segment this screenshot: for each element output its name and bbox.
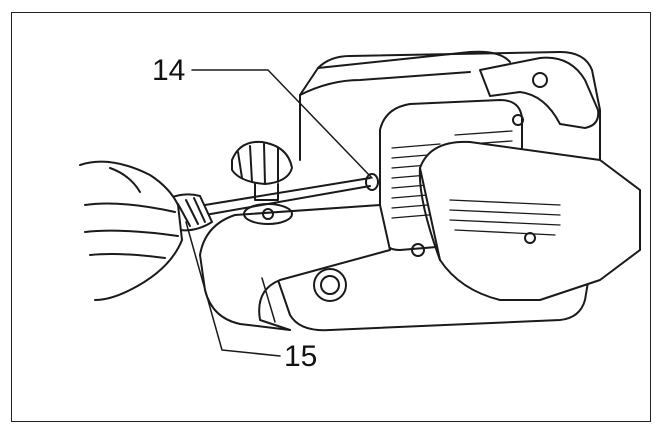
leader-lines: [185, 69, 373, 357]
callout-15: 15: [284, 340, 318, 373]
callout-14: 14: [152, 54, 186, 87]
tracking-knob: [231, 140, 293, 225]
adjusting-screw: [365, 173, 379, 191]
leader-line-15: [185, 221, 281, 357]
hand: [79, 160, 183, 301]
top-handle: [479, 56, 600, 129]
rear-handle: [418, 140, 641, 301]
leader-line-14: [191, 69, 373, 179]
